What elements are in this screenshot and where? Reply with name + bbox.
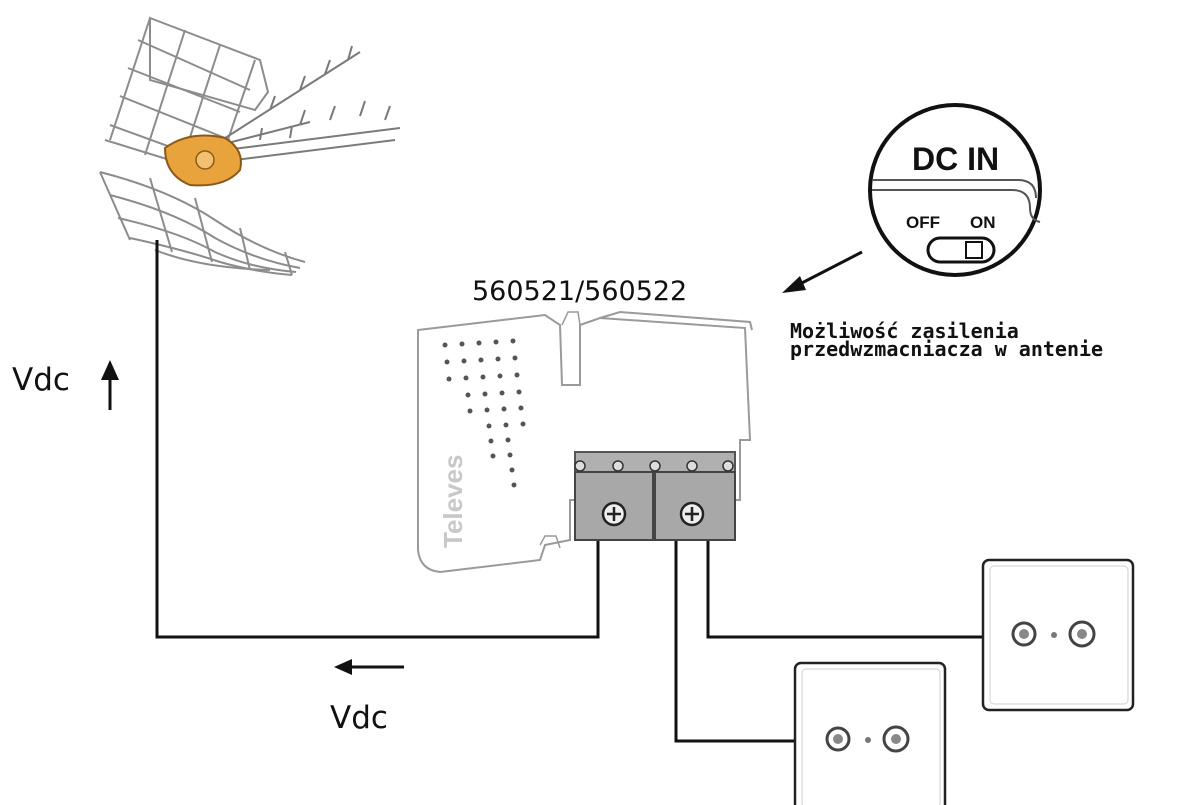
arrow-vdc-up <box>101 360 119 410</box>
dc-in-switch <box>926 236 996 264</box>
wall-socket-1 <box>981 558 1135 712</box>
socket-2-connector-right <box>882 725 910 753</box>
note-line-2: przedwzmacniacza w antenie <box>790 337 1104 361</box>
amplifier: Televes <box>417 310 753 574</box>
terminal-block <box>574 451 736 541</box>
antenna-reflector-upper <box>104 16 270 179</box>
vdc-up-label: Vdc <box>12 362 70 398</box>
terminal-screw-right <box>679 501 705 527</box>
arrow-vdc-left <box>334 659 404 675</box>
model-number-label: 560521/560522 <box>472 276 688 307</box>
antenna-hub <box>163 134 242 187</box>
socket-1-connector-left <box>1011 621 1037 647</box>
arrow-dc-in-pointer <box>782 250 863 293</box>
amplifier-vent-dots <box>442 338 526 488</box>
vdc-left-label: Vdc <box>330 700 388 736</box>
socket-1-connector-right <box>1068 620 1096 648</box>
preamp-power-note: Możliwość zasilenia przedwzmacniacza w a… <box>790 319 1104 361</box>
antenna-reflector-lower <box>99 171 306 276</box>
cable-amplifier-to-socket-2 <box>674 540 796 743</box>
dc-in-on-label: ON <box>970 213 996 232</box>
socket-2-connector-left <box>825 726 851 752</box>
antenna-booms <box>219 45 401 161</box>
amplifier-brand-text: Televes <box>438 455 468 548</box>
dc-in-off-label: OFF <box>906 213 940 232</box>
antenna <box>99 16 401 276</box>
cable-antenna-to-amplifier <box>155 240 600 639</box>
cables <box>155 240 984 743</box>
terminal-screw-left <box>601 501 627 527</box>
cable-amplifier-to-socket-1 <box>706 540 984 639</box>
note-line-1: Możliwość zasilenia <box>790 319 1019 343</box>
dc-in-inset: DC IN OFF ON <box>868 103 1042 277</box>
wall-socket-2 <box>793 661 947 805</box>
dc-in-title: DC IN <box>912 141 999 177</box>
